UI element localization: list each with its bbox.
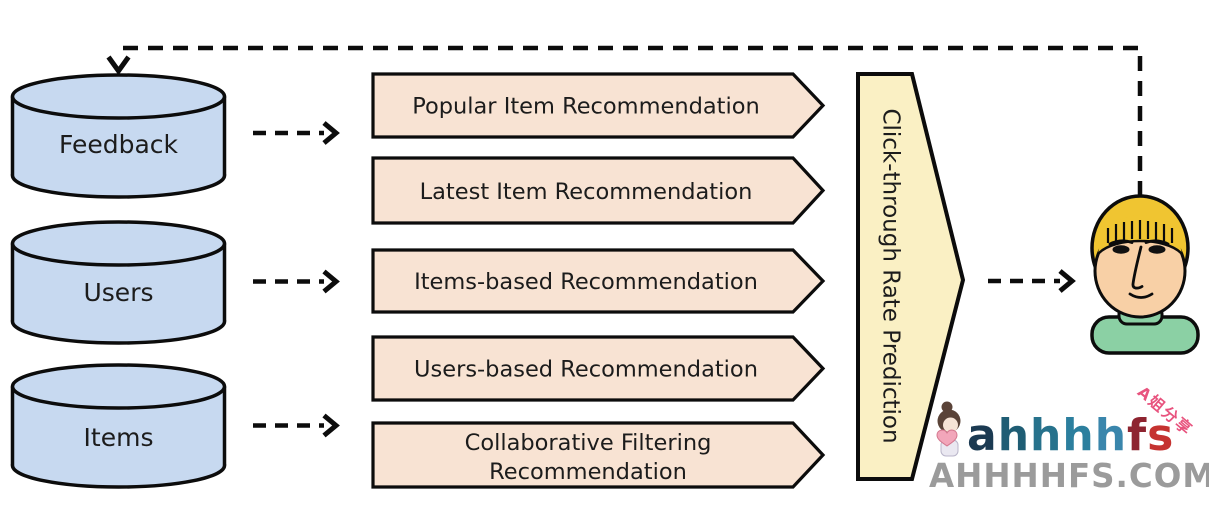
database-items: Items	[10, 363, 227, 489]
right-eyebrow	[1144, 239, 1170, 246]
ctr-prediction-block: Click-through Rate Prediction	[856, 72, 966, 481]
recommender-collaborative-filtering-label-line2: Recommendation	[489, 459, 687, 485]
arrow-block-shape	[371, 248, 826, 314]
arrow-right-icon	[322, 269, 340, 294]
mouth	[1128, 292, 1154, 299]
recommender-collaborative-filtering: Collaborative Filtering Recommendation	[371, 421, 826, 489]
recommender-items-based-label: Items-based Recommendation	[414, 269, 758, 295]
ctr-prediction-label: Click-through Rate Prediction	[878, 108, 904, 443]
connector-feedback-to-recommenders	[253, 121, 340, 145]
watermark-domain: AHHHHFS.COM	[929, 457, 1209, 495]
database-feedback-label: Feedback	[59, 130, 179, 159]
arrow-right-icon	[1058, 269, 1076, 293]
arrow-block-shape	[371, 421, 826, 489]
recommender-latest-item-label: Latest Item Recommendation	[420, 179, 753, 205]
bangs-strokes	[1106, 220, 1174, 243]
left-eyebrow	[1108, 239, 1134, 246]
pentagon-shape	[856, 72, 966, 481]
connector-prediction-to-user	[988, 269, 1076, 293]
recommender-latest-item: Latest Item Recommendation	[371, 156, 826, 225]
recommender-popular-item-label: Popular Item Recommendation	[412, 94, 760, 120]
bangs-edge	[1097, 239, 1183, 255]
arrow-block-shape	[371, 156, 826, 225]
connector-users-to-recommenders	[253, 269, 340, 294]
watermark-logo-text: ahhhhfs	[967, 410, 1174, 461]
right-eye	[1148, 245, 1166, 254]
cylinder-top	[10, 220, 227, 267]
nose	[1131, 245, 1144, 290]
watermark: ahhhhfs A姐分享 AHHHHFS.COM	[929, 382, 1209, 495]
database-feedback: Feedback	[10, 73, 227, 199]
recommender-items-based: Items-based Recommendation	[371, 248, 826, 314]
cylinder-top	[10, 363, 227, 410]
recommender-collaborative-filtering-label-line1: Collaborative Filtering	[465, 430, 712, 456]
arrow-block-shape	[371, 335, 826, 402]
feedback-loop-line	[116, 45, 1143, 196]
recommender-popular-item: Popular Item Recommendation	[371, 72, 826, 139]
arrow-right-icon	[322, 121, 340, 145]
feedback-loop-connector	[106, 45, 1143, 196]
arrow-right-icon	[322, 413, 340, 438]
database-items-label: Items	[84, 423, 154, 452]
cylinder-top	[10, 73, 227, 120]
recommender-users-based: Users-based Recommendation	[371, 335, 826, 402]
database-users: Users	[10, 220, 227, 345]
left-eye	[1112, 245, 1130, 254]
connector-items-to-recommenders	[253, 413, 340, 438]
user-avatar-icon	[1090, 194, 1200, 355]
arrow-block-shape	[371, 72, 826, 139]
database-users-label: Users	[83, 278, 153, 307]
recommender-users-based-label: Users-based Recommendation	[414, 357, 758, 383]
arrow-down-icon	[106, 55, 131, 76]
watermark-mascot-icon	[936, 401, 961, 457]
heart-icon	[936, 429, 958, 447]
